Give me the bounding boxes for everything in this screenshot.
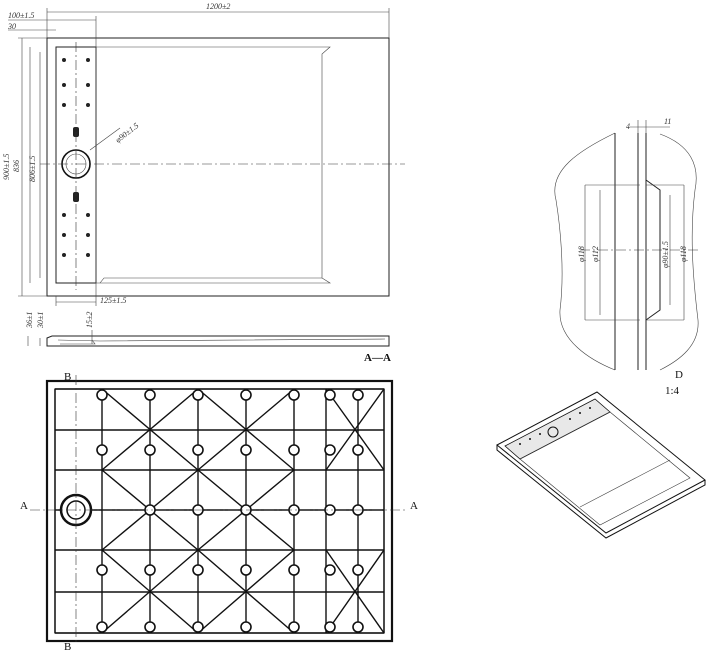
dim-height-mid: 806±1.5 (28, 156, 37, 182)
support-boss (144, 564, 156, 576)
marker-a-left: A (20, 500, 28, 512)
support-boss (96, 444, 108, 456)
marker-b-bottom: B (64, 641, 71, 653)
support-boss (240, 564, 252, 576)
support-boss (144, 389, 156, 401)
support-boss (240, 389, 252, 401)
support-boss (144, 444, 156, 456)
dim-left: 30 (7, 22, 16, 31)
dim-offset: 100±1.5 (8, 11, 34, 20)
support-boss (352, 389, 364, 401)
dim-depth: 15±2 (85, 312, 94, 328)
support-boss (192, 444, 204, 456)
support-boss (288, 564, 300, 576)
rib-diagonal (325, 549, 385, 634)
support-boss (324, 389, 336, 401)
isometric-view (496, 391, 706, 539)
marker-b-top: B (64, 371, 71, 383)
support-boss (352, 564, 364, 576)
support-boss (324, 564, 336, 576)
rib-diagonal (197, 388, 295, 471)
support-boss (324, 444, 336, 456)
bottom-view: B B A A (20, 371, 418, 653)
dim-11: 11 (664, 117, 671, 126)
detail-label: D (675, 369, 683, 381)
rib-diagonal (101, 388, 199, 471)
dim-height-total: 900±1.5 (2, 154, 11, 180)
support-boss (144, 621, 156, 633)
support-boss (192, 621, 204, 633)
marker-a-right: A (410, 500, 418, 512)
slope-surface (95, 46, 332, 284)
support-boss (240, 444, 252, 456)
dim-drain-offset: 125±1.5 (100, 296, 126, 305)
rib-diagonal (325, 388, 385, 471)
support-boss (324, 621, 336, 633)
rib-grid (54, 388, 385, 634)
detail-scale: 1:4 (665, 385, 680, 397)
support-boss (192, 564, 204, 576)
section-view: 36±1 30±1 15±2 A—A (25, 312, 391, 364)
support-boss (192, 389, 204, 401)
channel-holes (62, 58, 90, 257)
dim-drain-diameter: φ90±1.5 (114, 121, 141, 145)
rib-diagonal (197, 549, 295, 634)
support-boss (96, 389, 108, 401)
support-boss (240, 621, 252, 633)
dim-d90: φ90±1.5 (661, 241, 670, 268)
detail-view-d: 4 11 φ118 φ112 φ90±1.5 φ118 D 1:4 (554, 117, 700, 397)
bottom-outline (45, 379, 394, 643)
tray-outline (46, 37, 390, 297)
dim-width: 1200±2 (206, 2, 230, 11)
dim-d112: φ112 (591, 246, 600, 262)
support-boss (288, 621, 300, 633)
dim-4: 4 (626, 122, 630, 131)
dim-d118-right: φ118 (679, 246, 688, 262)
top-view: 1200±2 100±1.5 30 900±1.5 836 806±1.5 φ9… (2, 2, 405, 306)
rib-diagonal (101, 549, 199, 634)
dim-h2: 30±1 (36, 312, 45, 329)
support-bosses (96, 389, 364, 633)
support-boss (96, 621, 108, 633)
support-boss (288, 444, 300, 456)
support-boss (288, 389, 300, 401)
dim-d118-left: φ118 (577, 246, 586, 262)
support-boss (96, 564, 108, 576)
support-boss (352, 621, 364, 633)
top-dimensions (8, 8, 390, 306)
support-boss (352, 444, 364, 456)
dim-h1: 36±1 (25, 312, 34, 329)
dim-height-inner: 836 (12, 160, 21, 172)
section-label: A—A (364, 352, 391, 364)
